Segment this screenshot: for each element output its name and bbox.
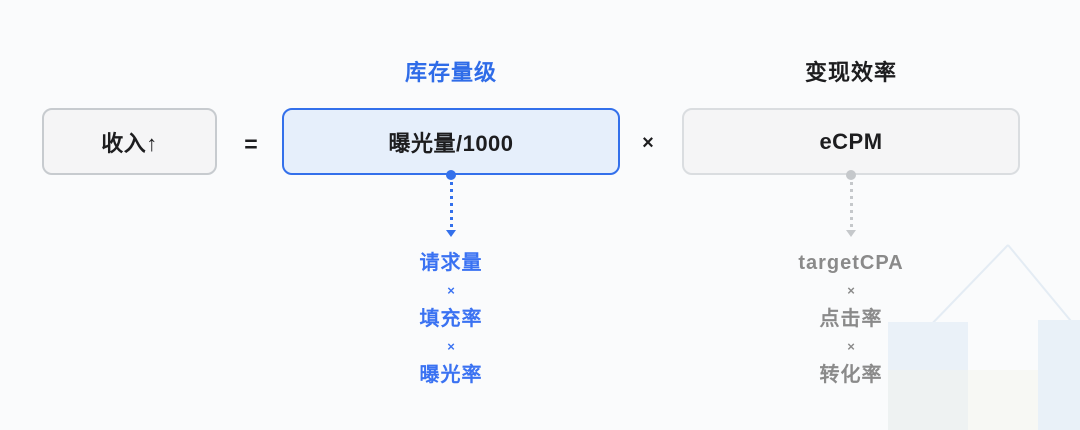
inventory-scale-heading: 库存量级 — [404, 60, 497, 85]
revenue-box-label: 收入↑ — [101, 130, 158, 156]
ecpm-box-label: eCPM — [819, 128, 883, 154]
revenue-box: 收入↑ — [42, 108, 217, 175]
factor-fill-rate: 填充率 — [419, 308, 483, 330]
inventory-factor-list: 请求量 × 填充率 × 曝光率 — [282, 252, 620, 396]
factor-requests: 请求量 — [419, 252, 483, 274]
factor-multiply-sign: × — [447, 283, 455, 298]
factor-conversion-rate: 转化率 — [819, 364, 883, 386]
connector-dot — [446, 170, 456, 180]
arrow-down-icon — [846, 230, 856, 237]
dotted-line — [449, 182, 453, 230]
impressions-box-label: 曝光量/1000 — [388, 130, 514, 156]
monetization-efficiency-heading: 变现效率 — [804, 60, 897, 85]
ecpm-box: eCPM — [682, 108, 1020, 175]
factor-impression-rate: 曝光率 — [419, 364, 483, 386]
factor-multiply-sign: × — [447, 339, 455, 354]
dotted-line — [849, 182, 853, 230]
arrow-down-icon — [446, 230, 456, 237]
factor-multiply-sign: × — [847, 283, 855, 298]
equals-sign: = — [244, 131, 258, 157]
multiply-sign: × — [642, 132, 654, 154]
connector-dot — [846, 170, 856, 180]
factor-multiply-sign: × — [847, 339, 855, 354]
inventory-dotted-arrow — [282, 170, 620, 237]
impressions-box: 曝光量/1000 — [282, 108, 620, 175]
monetization-factor-list: targetCPA × 点击率 × 转化率 — [682, 252, 1020, 396]
factor-click-rate: 点击率 — [819, 308, 883, 330]
factor-target-cpa: targetCPA — [798, 252, 904, 274]
monetization-dotted-arrow — [682, 170, 1020, 237]
